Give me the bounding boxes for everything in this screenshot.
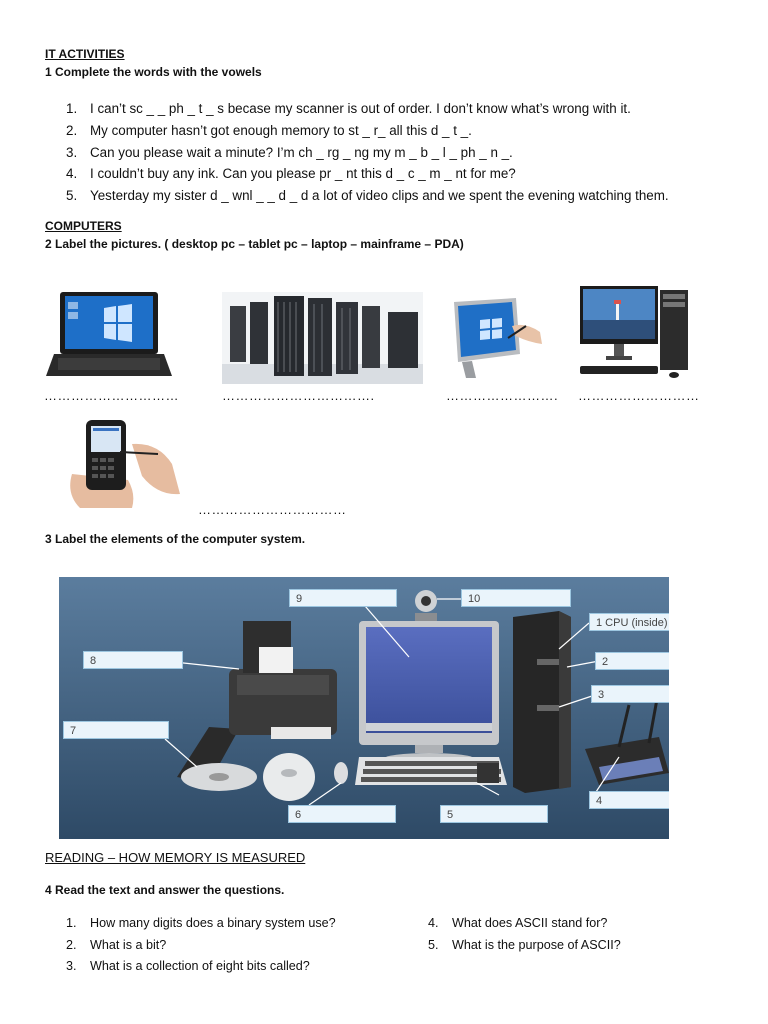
list-item: 5.What is the purpose of ASCII?	[428, 937, 621, 952]
exercise-1-list: 1.I can’t sc _ _ ph _ t _ s becase my sc…	[66, 98, 756, 207]
label-box-5: 5	[440, 805, 548, 823]
exercise-3-instruction: 3 Label the elements of the computer sys…	[45, 532, 306, 546]
blank-line: …………………………	[44, 388, 179, 403]
section-heading-reading: READING – HOW MEMORY IS MEASURED	[45, 850, 306, 865]
exercise-4-left-list: 1.How many digits does a binary system u…	[66, 913, 336, 978]
label-box-3: 3	[591, 685, 669, 703]
label-box-10: 10	[461, 589, 571, 607]
laptop-picture	[44, 288, 174, 380]
label-box-2: 2	[595, 652, 669, 670]
list-item: 2.My computer hasn’t got enough memory t…	[66, 122, 472, 138]
blank-line: ………………………	[578, 388, 700, 403]
section-heading-computers: COMPUTERS	[45, 219, 122, 233]
tablet-pc-picture	[446, 292, 546, 380]
label-box-6: 6	[288, 805, 396, 823]
label-box-7: 7	[63, 721, 169, 739]
list-item: 2.What is a bit?	[66, 937, 167, 952]
label-box-1-cpu: 1 CPU (inside)	[589, 613, 669, 631]
blank-line: …………………….	[446, 388, 559, 403]
blank-line: ……………………………	[198, 502, 347, 517]
list-item: 1.How many digits does a binary system u…	[66, 916, 336, 930]
list-item: 3.What is a collection of eight bits cal…	[66, 959, 310, 973]
exercise-1-instruction: 1 Complete the words with the vowels	[45, 65, 262, 79]
exercise-4-right-list: 4.What does ASCII stand for? 5.What is t…	[428, 913, 621, 956]
list-item: 5.Yesterday my sister d _ wnl _ _ d _ d …	[66, 188, 669, 204]
list-item: 3.Can you please wait a minute? I’m ch _…	[66, 144, 513, 160]
exercise-4-instruction: 4 Read the text and answer the questions…	[45, 883, 285, 897]
blank-line: …………………………….	[222, 388, 375, 403]
computer-system-diagram: 9 10 1 CPU (inside) 2 3 8 7 4 5 6	[59, 577, 669, 839]
pda-picture	[62, 414, 184, 510]
exercise-2-instruction: 2 Label the pictures. ( desktop pc – tab…	[45, 237, 464, 251]
list-item: 4.I couldn’t buy any ink. Can you please…	[66, 166, 516, 182]
mainframe-picture	[222, 292, 423, 384]
label-box-4: 4	[589, 791, 669, 809]
desktop-pc-picture	[578, 284, 690, 380]
label-box-8: 8	[83, 651, 183, 669]
section-heading-it-activities: IT ACTIVITIES	[45, 47, 125, 61]
list-item: 1.I can’t sc _ _ ph _ t _ s becase my sc…	[66, 101, 631, 116]
label-box-9: 9	[289, 589, 397, 607]
list-item: 4.What does ASCII stand for?	[428, 916, 608, 930]
